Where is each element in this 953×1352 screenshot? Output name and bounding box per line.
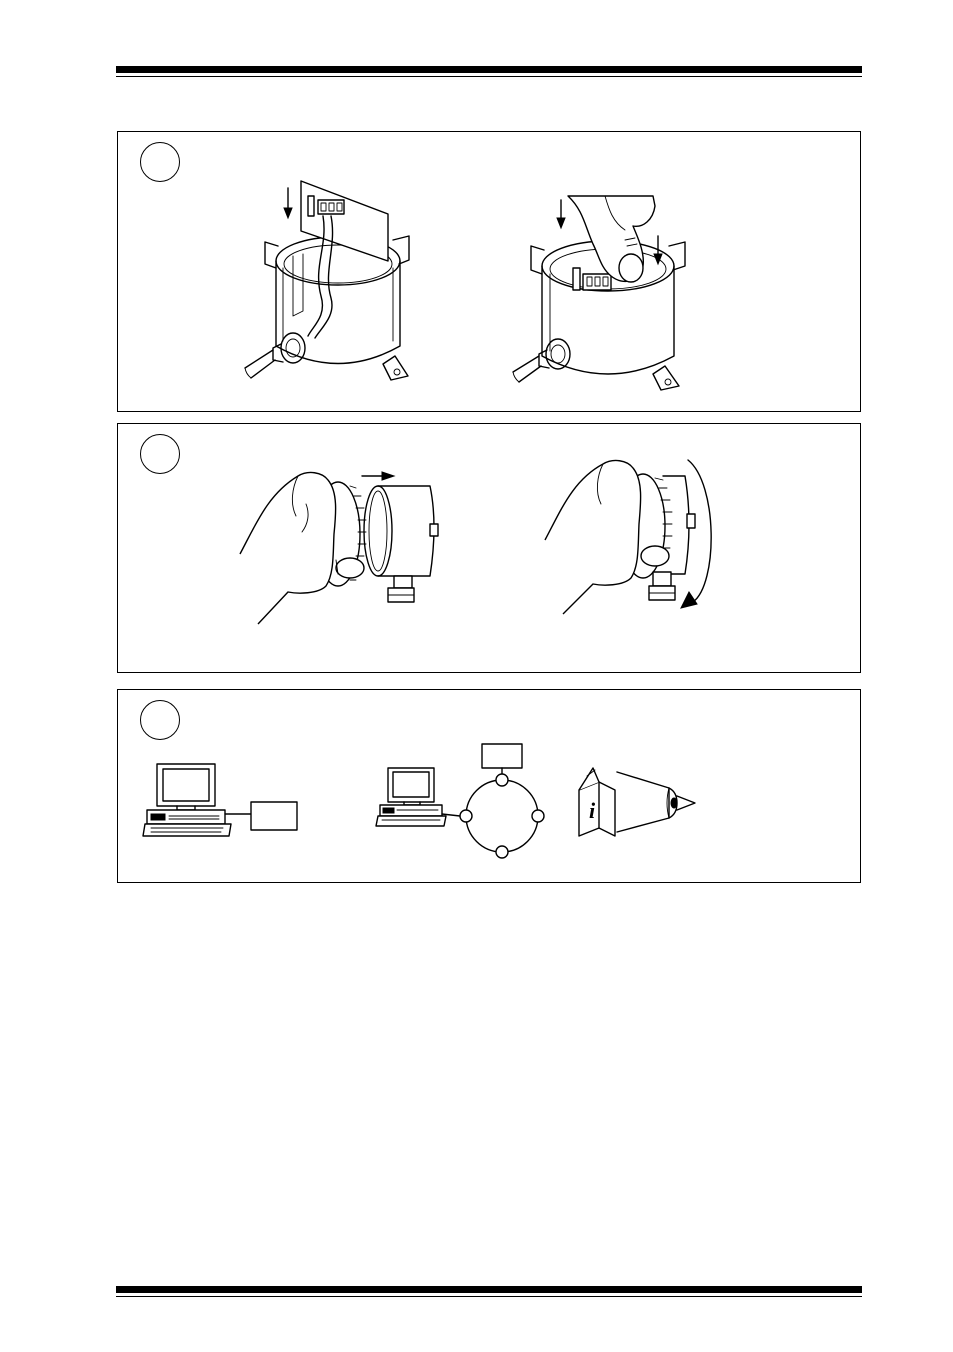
info-icon: i <box>589 798 596 823</box>
fieldbus-network-figure <box>376 744 556 859</box>
pc-configuration-figure <box>143 762 303 842</box>
step-2-panel <box>117 423 861 673</box>
header-rule-thick <box>116 66 862 73</box>
footer-rule-thick <box>116 1286 862 1293</box>
step-1-panel <box>117 131 861 412</box>
step-3-panel: i <box>117 689 861 883</box>
step-3-number-circle <box>140 700 180 740</box>
footer-rule-thin <box>116 1296 862 1297</box>
terminal-connector-insert-figure <box>243 176 423 396</box>
step-1-number-circle <box>140 142 180 182</box>
header-rule-thin <box>116 76 862 77</box>
step-2-number-circle <box>140 434 180 474</box>
housing-cover-attach-figure <box>238 464 453 624</box>
housing-cover-screw-figure <box>543 454 728 624</box>
terminal-connector-press-figure <box>513 196 698 401</box>
read-manual-figure: i <box>573 762 703 842</box>
